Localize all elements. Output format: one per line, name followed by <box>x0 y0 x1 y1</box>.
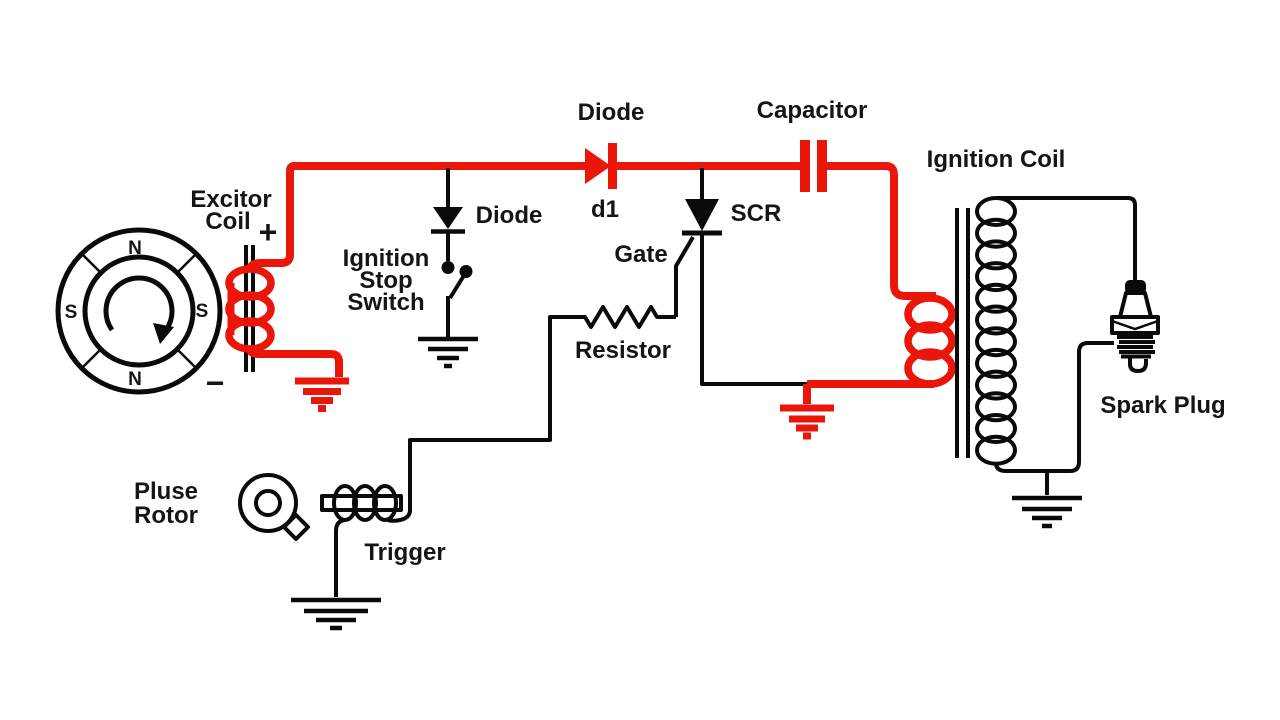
pulse-rotor-label-2: Rotor <box>134 502 198 529</box>
excitor-ground-symbol <box>295 377 349 412</box>
pole-label-left: S <box>65 302 78 323</box>
stop-switch-label-3: Switch <box>347 289 424 316</box>
capacitor-plate-left <box>800 140 810 192</box>
plug-terminal <box>1125 280 1146 294</box>
stop-diode-icon <box>433 207 463 229</box>
resistor-and-trigger-wire <box>384 305 676 523</box>
trigger-label: Trigger <box>364 539 445 566</box>
trigger-core-bar <box>320 494 403 512</box>
capacitor-label: Capacitor <box>757 97 868 124</box>
scr-cathode-wire <box>700 233 809 386</box>
rotation-arrow-arc <box>103 275 175 332</box>
trigger-ground-symbol <box>291 597 381 631</box>
rotor-body <box>238 473 298 533</box>
spark-plug: Spark Plug <box>1100 280 1226 419</box>
secondary-ground-symbol <box>1012 495 1082 529</box>
excitor-bottom-wire <box>246 348 343 377</box>
scr-label: SCR <box>731 200 782 227</box>
plug-hex-facet <box>1111 319 1159 331</box>
scr-gate-wire <box>674 235 695 317</box>
secondary-bottom-wire <box>994 341 1114 473</box>
capacitor-ground <box>780 384 834 440</box>
switch-arm <box>448 275 465 300</box>
secondary-winding <box>975 196 1017 466</box>
switch-ground-symbol <box>418 336 478 369</box>
stop-diode-label: Diode <box>476 202 543 229</box>
plug-electrode <box>1128 358 1148 373</box>
pole-label-right: S <box>196 301 209 322</box>
excitor-winding <box>225 265 275 353</box>
scr-branch: SCR Gate <box>614 168 809 386</box>
switch-contact-dot <box>459 265 473 278</box>
trigger-winding <box>332 484 398 522</box>
gate-label: Gate <box>614 241 667 268</box>
resistor-label: Resistor <box>575 337 671 364</box>
plug-threads <box>1117 335 1155 359</box>
trigger-ground-wire <box>334 518 346 597</box>
pole-label-top: N <box>128 238 142 259</box>
rotor-hub <box>254 489 282 517</box>
rotation-arrow-head <box>153 323 174 344</box>
excitor-top-wire <box>246 162 585 271</box>
ignition-coil: Ignition Coil <box>807 146 1137 529</box>
secondary-top-wire <box>996 196 1137 281</box>
ignition-coil-label: Ignition Coil <box>927 146 1066 173</box>
excitor-coil: Excitor Coil + − <box>190 162 585 412</box>
diode-ref-label: d1 <box>591 196 619 223</box>
ignition-stop-switch-branch: Ignition Stop Switch Diode <box>343 168 543 369</box>
excitor-coil-label-2: Coil <box>205 208 250 235</box>
trigger-coil: Trigger <box>291 484 446 631</box>
scr-triangle-icon <box>685 199 719 231</box>
plus-sign: + <box>259 214 278 250</box>
switch-contact-dot <box>441 261 455 274</box>
excitor-coil-label-1: Excitor <box>190 186 271 213</box>
stop-switch-label-1: Ignition <box>343 245 430 272</box>
pulse-rotor: Pluse Rotor <box>134 473 311 542</box>
flywheel-magnet: N S S N <box>55 227 223 395</box>
red-ground-symbol <box>780 404 834 440</box>
main-bus: Diode d1 Capacitor <box>578 97 936 300</box>
stop-switch-label-2: Stop <box>359 267 412 294</box>
plug-hex-nut <box>1110 315 1160 335</box>
minus-sign: − <box>206 365 225 401</box>
diode-d1-bar <box>608 143 617 189</box>
pole-label-bottom: N <box>128 369 142 390</box>
flywheel-pole-dividers <box>80 252 198 370</box>
primary-winding <box>904 294 956 388</box>
spark-plug-label: Spark Plug <box>1100 392 1225 419</box>
gate-resistor-wiring: Resistor <box>384 305 676 523</box>
main-diode-label: Diode <box>578 99 645 126</box>
bus-wire-right <box>825 162 936 300</box>
diode-d1-icon <box>585 148 611 184</box>
flywheel-inner-ring <box>82 254 196 368</box>
pulse-rotor-label-1: Pluse <box>134 478 198 505</box>
plug-insulator <box>1118 291 1153 319</box>
capacitor-plate-right <box>817 140 827 192</box>
